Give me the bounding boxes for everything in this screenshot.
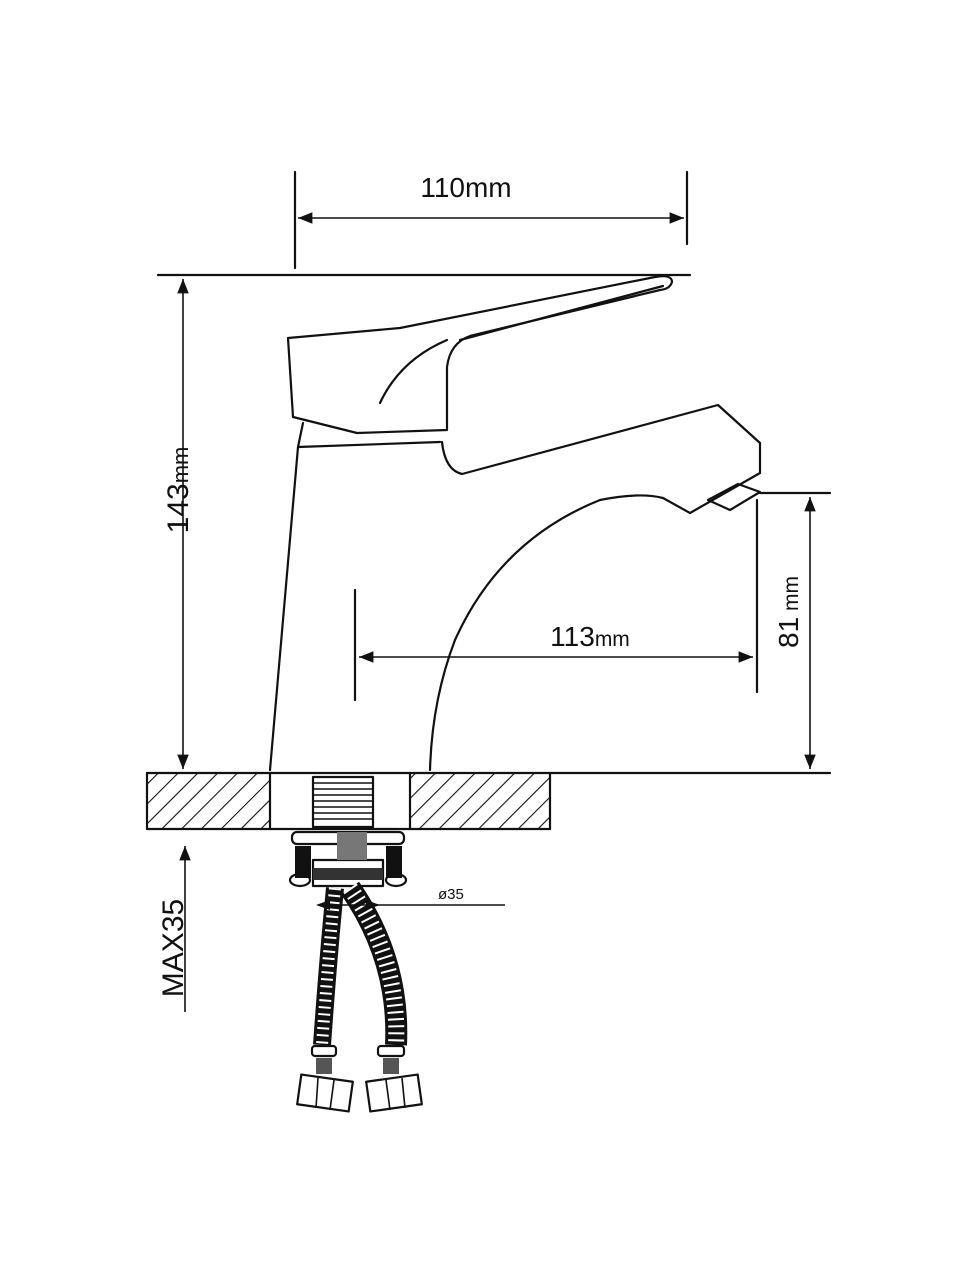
svg-text:143mm: 143mm <box>162 447 195 534</box>
dimension-hole-diameter: ø35 <box>316 886 505 910</box>
spout-height-value: 81 <box>773 617 804 648</box>
dimension-max-counter-thickness: MAX35 <box>157 846 191 1012</box>
faucet-body <box>268 275 762 772</box>
dimension-spout-reach: 113mm <box>353 498 759 702</box>
countertop-section <box>145 771 832 831</box>
dimension-spout-height: 81 mm <box>758 491 832 769</box>
total-height-unit: mm <box>168 447 193 484</box>
svg-text:113mm: 113mm <box>550 621 630 652</box>
total-height-value: 143 <box>162 483 195 533</box>
supply-hoses <box>296 881 423 1113</box>
dimension-total-height: 143mm <box>156 273 692 769</box>
svg-text:81 mm: 81 mm <box>773 576 804 648</box>
handle-length-unit: mm <box>465 172 512 203</box>
spout-reach-unit: mm <box>595 628 630 651</box>
spout-height-unit: mm <box>780 576 803 617</box>
spout-reach-value: 113 <box>550 621 595 652</box>
hole-diameter-label: ø35 <box>438 886 464 903</box>
svg-text:110mm: 110mm <box>420 172 511 203</box>
max-thickness-label: MAX35 <box>157 899 190 997</box>
handle-length-value: 110 <box>420 172 465 203</box>
mounting-nut <box>288 830 408 888</box>
dimension-handle-length: 110mm <box>293 170 689 270</box>
